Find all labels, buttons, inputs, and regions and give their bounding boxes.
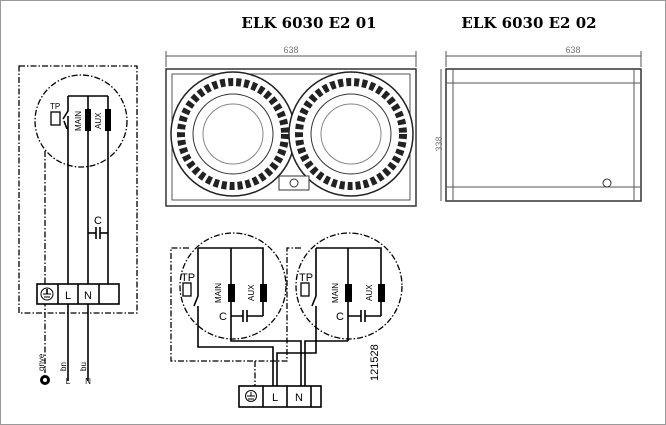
side-height-dimension: 338 xyxy=(434,136,444,151)
aux-label: AUX xyxy=(94,112,103,129)
main-label-2: MAIN xyxy=(331,283,340,303)
main-winding-1 xyxy=(228,284,235,302)
tp-label: TP xyxy=(50,102,60,111)
aux-label-1: AUX xyxy=(247,284,256,301)
main-winding xyxy=(85,109,91,131)
front-view-drawing: 638 xyxy=(165,45,417,207)
main-winding-2 xyxy=(345,284,352,302)
fan-wheel-right xyxy=(288,71,414,197)
terminal-l: L xyxy=(65,290,71,302)
main-label-1: MAIN xyxy=(214,283,223,303)
capacitor-label: C xyxy=(94,215,102,227)
earth-terminal-icon-dual xyxy=(245,390,257,402)
front-width-dimension: 638 xyxy=(283,45,298,55)
terminal-n-dual: N xyxy=(295,392,303,404)
dual-motor-schematic: TP MAIN AUX C TP MAIN AUX C L N 121528 xyxy=(170,232,403,408)
earth-supply-icon xyxy=(40,375,50,385)
wire-bu-label: bu xyxy=(79,362,88,371)
tp-label-1: TP xyxy=(181,272,195,284)
aux-winding xyxy=(105,109,111,131)
aux-winding-1 xyxy=(260,284,267,302)
side-width-dimension: 638 xyxy=(565,45,580,55)
capacitor-label-1: C xyxy=(219,311,227,323)
single-motor-schematic: TP MAIN AUX C L N gnye bn bu L N xyxy=(18,65,138,386)
terminal-block-dual xyxy=(238,385,322,408)
fan-wheel-left xyxy=(170,71,296,197)
earth-terminal-icon xyxy=(40,287,54,301)
aux-winding-2 xyxy=(378,284,385,302)
terminal-l-dual: L xyxy=(272,392,278,404)
main-label: MAIN xyxy=(74,111,83,131)
side-view-drawing: 638 338 xyxy=(434,45,642,202)
drawing-number: 121528 xyxy=(369,344,381,381)
aux-label-2: AUX xyxy=(365,284,374,301)
tp-label-2: TP xyxy=(299,272,313,284)
wire-bn-label: bn xyxy=(59,362,68,371)
title-model-01: ELK 6030 E2 01 xyxy=(241,14,376,32)
supply-l: L xyxy=(66,377,71,386)
supply-n: N xyxy=(85,377,91,386)
capacitor-label-2: C xyxy=(336,311,344,323)
wire-gnye-label: gnye xyxy=(37,353,46,371)
terminal-n: N xyxy=(84,290,92,302)
title-model-02: ELK 6030 E2 02 xyxy=(461,14,596,32)
